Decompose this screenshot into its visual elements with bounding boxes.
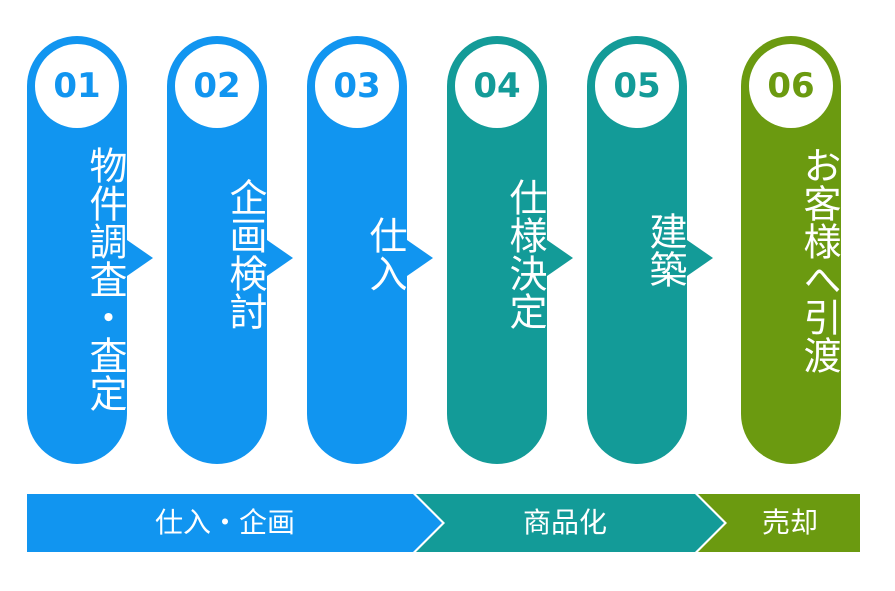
- step-label: 企画検討: [223, 178, 267, 330]
- step-number-badge: 06: [749, 44, 833, 128]
- step-number-badge: 01: [35, 44, 119, 128]
- arrow-right-icon: [127, 240, 153, 276]
- step-label: お客様へ引渡: [797, 146, 841, 374]
- step-label: 物件調査・査定: [83, 146, 127, 412]
- step-number-badge: 03: [315, 44, 399, 128]
- step-03: 03 仕入: [307, 36, 407, 464]
- phase-segment-sale: [698, 494, 860, 552]
- phase-segment-purchase: [27, 494, 442, 552]
- phase-label-sale: 売却: [761, 506, 818, 539]
- step-04: 04 仕様決定: [447, 36, 547, 464]
- step-number-badge: 05: [595, 44, 679, 128]
- step-05: 05 建築: [587, 36, 687, 464]
- step-02: 02 企画検討: [167, 36, 267, 464]
- phase-label-productize: 商品化: [522, 506, 607, 539]
- arrow-right-icon: [267, 240, 293, 276]
- phase-segment-productize: [416, 494, 724, 552]
- arrow-right-icon: [687, 240, 713, 276]
- step-label: 仕入: [363, 216, 407, 292]
- phase-label-purchase: 仕入・企画: [154, 506, 295, 539]
- step-number-badge: 04: [455, 44, 539, 128]
- arrow-right-icon: [407, 240, 433, 276]
- step-label: 仕様決定: [503, 178, 547, 330]
- step-number-badge: 02: [175, 44, 259, 128]
- step-01: 01 物件調査・査定: [27, 36, 127, 464]
- step-06: 06 お客様へ引渡: [741, 36, 841, 464]
- arrow-right-icon: [547, 240, 573, 276]
- step-label: 建築: [643, 212, 687, 288]
- phase-bar: [27, 494, 860, 552]
